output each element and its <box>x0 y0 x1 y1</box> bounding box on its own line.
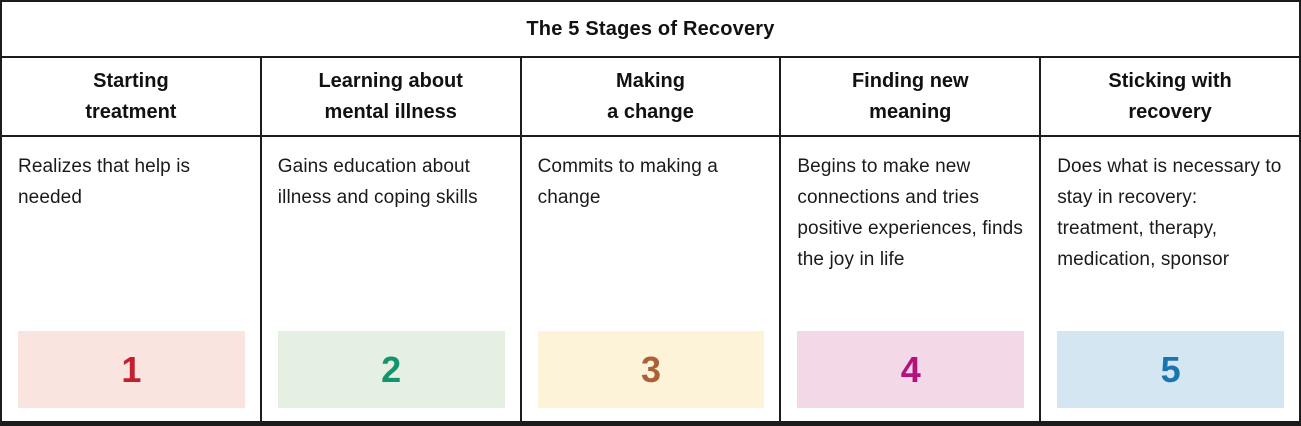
stage-cell-2: Gains education about illness and coping… <box>259 137 520 421</box>
stage-header-learning-about-mental-illness: Learning about mental illness <box>259 58 520 135</box>
stage-cell-5: Does what is necessary to stay in recove… <box>1039 137 1299 421</box>
stage-cell-3: Commits to making a change 3 <box>519 137 780 421</box>
stage-number-1: 1 <box>121 348 142 390</box>
stage-header-making-a-change: Making a change <box>519 58 780 135</box>
stage-header-sticking-with-recovery: Sticking with recovery <box>1039 58 1299 135</box>
stage-description-4: Begins to make new connections and tries… <box>797 156 1023 270</box>
stage-number-box-1: 1 <box>18 331 245 408</box>
stage-header-finding-new-meaning: Finding new meaning <box>779 58 1039 135</box>
stage-description-1: Realizes that help is needed <box>18 156 191 208</box>
table-title: The 5 Stages of Recovery <box>526 17 775 40</box>
stage-number-box-2: 2 <box>277 331 505 408</box>
stage-number-box-4: 4 <box>797 331 1025 408</box>
stage-number-2: 2 <box>381 348 402 390</box>
stage-number-box-5: 5 <box>1057 331 1284 408</box>
stage-number-box-3: 3 <box>537 331 765 408</box>
stage-number-4: 4 <box>900 348 921 390</box>
stage-number-3: 3 <box>640 348 661 390</box>
stage-cell-1: Realizes that help is needed 1 <box>2 137 260 421</box>
stage-cell-4: Begins to make new connections and tries… <box>779 137 1039 421</box>
stage-header-row: Starting treatment Learning about mental… <box>2 58 1299 137</box>
stage-description-3: Commits to making a change <box>537 156 718 208</box>
stage-number-5: 5 <box>1160 348 1181 390</box>
stage-body-row: Realizes that help is needed 1 Gains edu… <box>2 137 1299 421</box>
stage-description-5: Does what is necessary to stay in recove… <box>1057 156 1282 270</box>
table-title-row: The 5 Stages of Recovery <box>2 2 1299 58</box>
stage-description-2: Gains education about illness and coping… <box>277 156 478 208</box>
stage-header-starting-treatment: Starting treatment <box>85 69 177 123</box>
